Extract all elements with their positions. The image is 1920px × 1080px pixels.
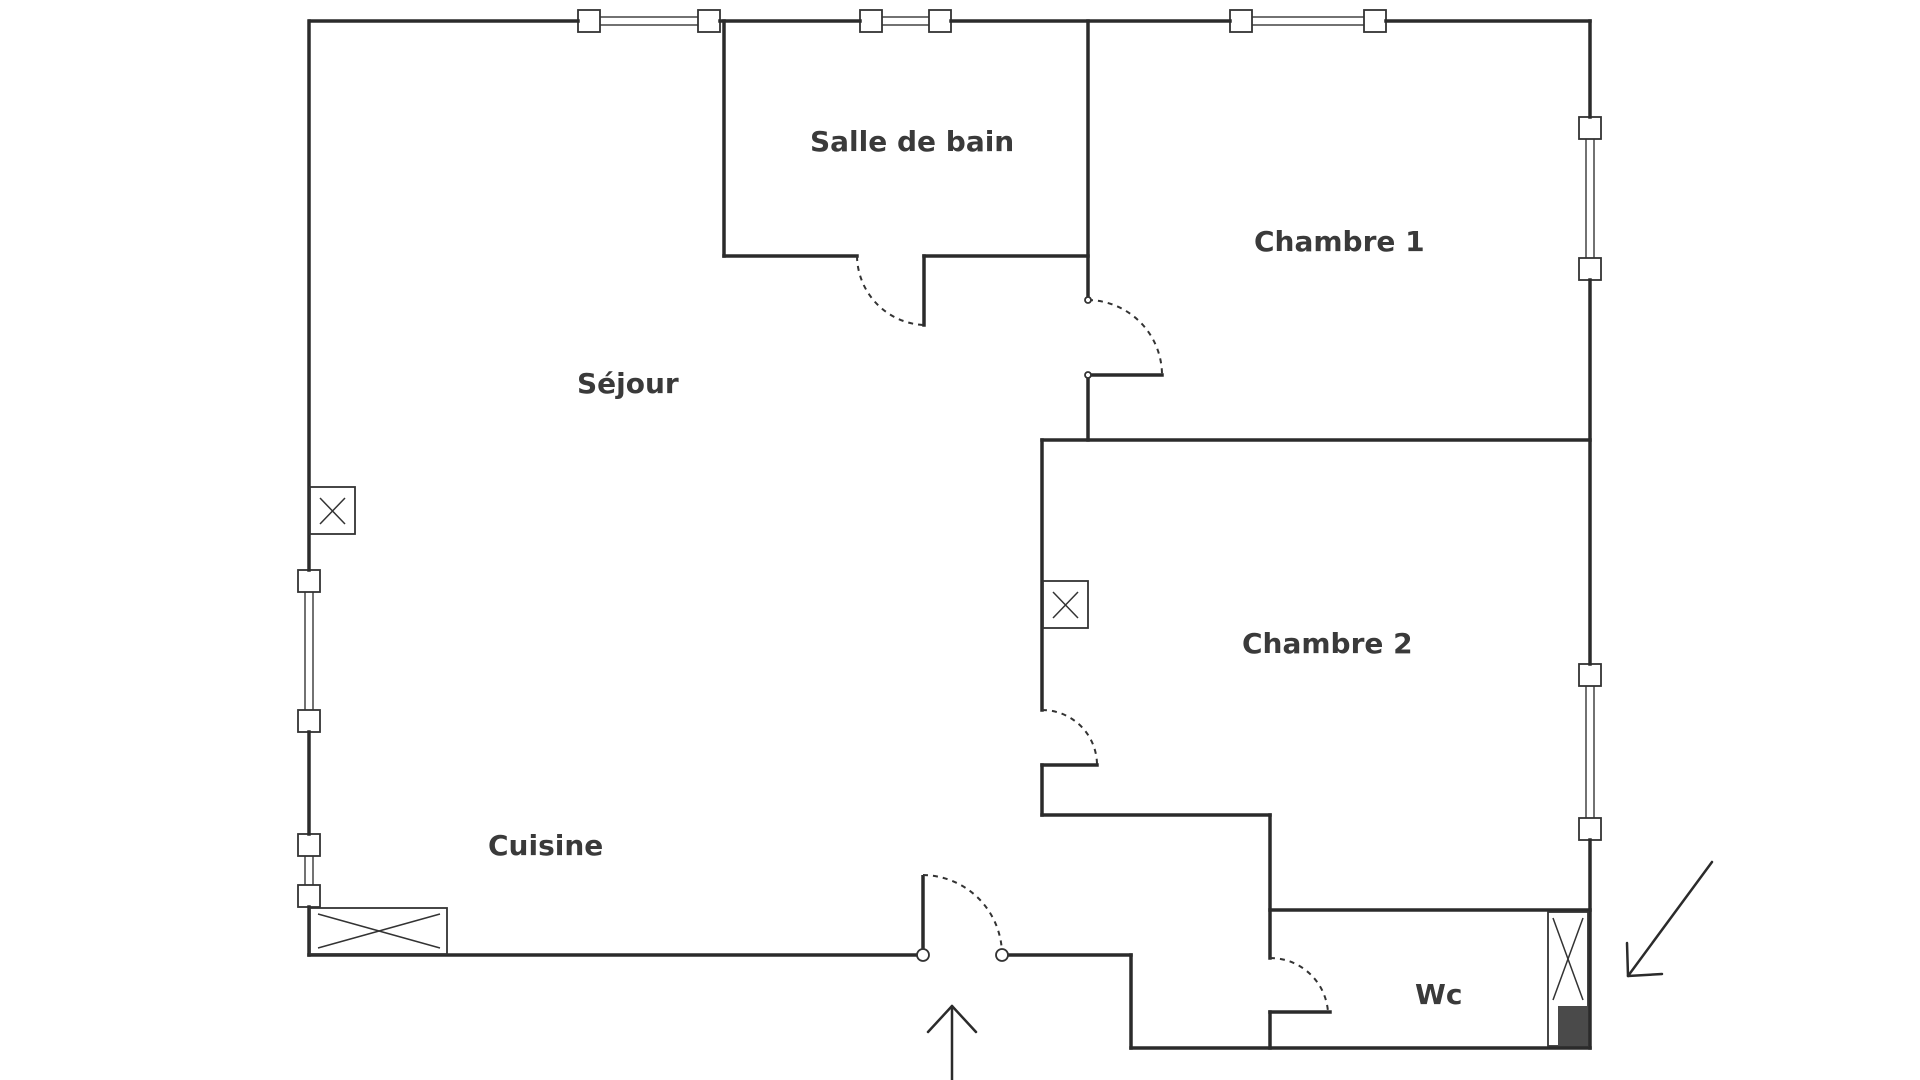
crossed-box-icon bbox=[1042, 580, 1089, 629]
window-top-bathroom bbox=[859, 9, 952, 33]
door-chambre-2 bbox=[1041, 709, 1098, 766]
arrow-down-left-icon bbox=[1625, 860, 1714, 978]
room-label-chambre-2: Chambre 2 bbox=[1242, 627, 1413, 660]
door-bathroom bbox=[856, 255, 925, 326]
room-label-salle-de-bain: Salle de bain bbox=[810, 125, 1014, 158]
window-right-chambre-1 bbox=[1578, 116, 1602, 281]
room-label-cuisine: Cuisine bbox=[488, 829, 603, 862]
doors bbox=[856, 255, 1329, 1013]
window-left-sejour bbox=[297, 569, 321, 733]
room-label-chambre-1: Chambre 1 bbox=[1254, 225, 1425, 258]
room-labels: Séjour Salle de bain Chambre 1 Chambre 2… bbox=[488, 125, 1462, 1011]
room-label-wc: Wc bbox=[1415, 978, 1462, 1011]
window-top-chambre-1 bbox=[1229, 9, 1387, 33]
door-wc bbox=[1269, 956, 1329, 1013]
ducts bbox=[309, 486, 1589, 1047]
interior-walls bbox=[722, 19, 1592, 1050]
window-top-sejour bbox=[577, 9, 721, 33]
door-chambre-1 bbox=[1084, 296, 1163, 379]
windows bbox=[297, 9, 1602, 908]
door-entrance bbox=[916, 874, 1009, 962]
room-label-sejour: Séjour bbox=[577, 367, 679, 400]
filled-square-icon bbox=[1558, 1006, 1588, 1046]
crossed-box-icon bbox=[1547, 911, 1589, 1047]
outer-walls bbox=[307, 19, 1592, 1050]
arrow-up-icon bbox=[926, 1004, 978, 1080]
crossed-box-icon bbox=[309, 907, 448, 955]
window-left-cuisine bbox=[297, 833, 321, 908]
window-right-chambre-2 bbox=[1578, 663, 1602, 841]
crossed-box-icon bbox=[309, 486, 356, 535]
